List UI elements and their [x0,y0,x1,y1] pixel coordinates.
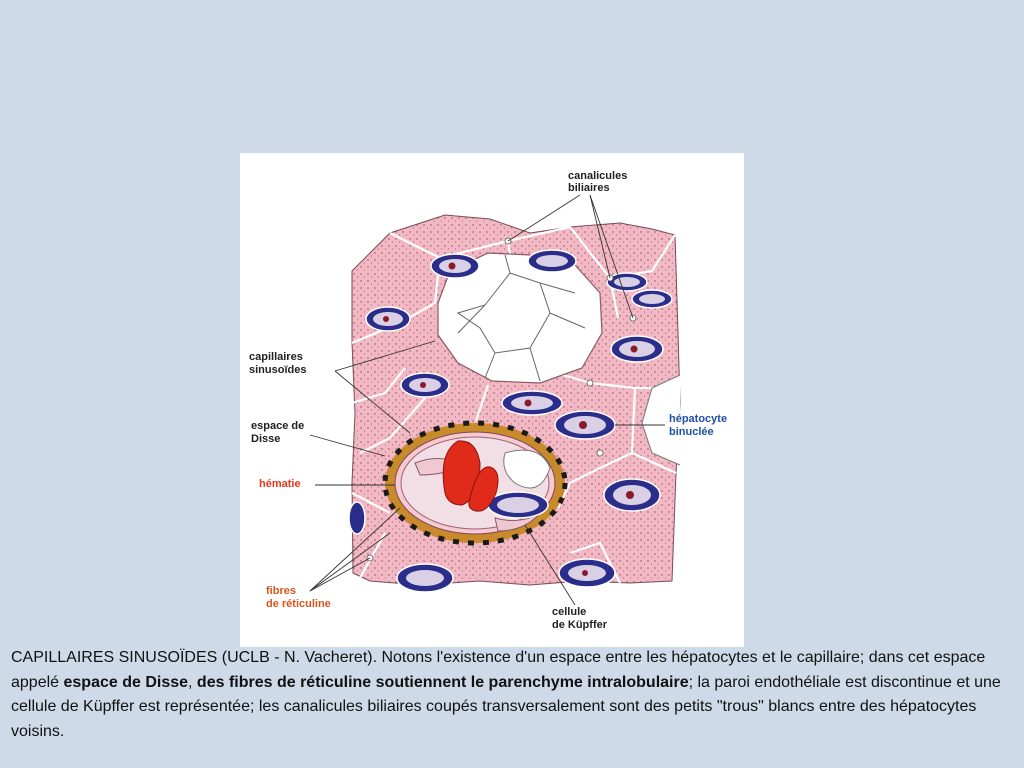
label-capillaires-line2: sinusoïdes [249,364,306,376]
vessel-cells [456,254,586,382]
caption-bold-espace-de-disse: espace de Disse [63,673,189,691]
caption-text-2: , [188,673,197,691]
label-canalicules-line2: biliaires [568,182,610,194]
label-fibres-line1: fibres [266,585,296,597]
label-espace-line1: espace de [251,420,304,432]
caption-bold-fibres: des fibres de réticuline soutiennent le … [196,673,689,691]
label-canalicules-line1: canalicules [568,170,627,182]
central-vessel [437,252,603,384]
liver-diagram: canalicules biliaires capillaires sinuso… [249,170,727,631]
bile-canaliculus [596,449,604,457]
sinusoid-capillary [382,420,568,546]
caption-text-3: ; la paroi endothéliale est discontinue … [11,673,1001,740]
label-cellule-line2: de Küpffer [552,619,608,631]
leader-lines [309,194,665,606]
nucleus [348,501,366,535]
nuclei [348,249,673,593]
label-hepatocyte-line1: hépatocyte [669,413,727,425]
label-hepatocyte-line2: binuclée [669,426,714,438]
red-blood-cell [468,466,499,512]
figure-caption: CAPILLAIRES SINUSOÏDES (UCLB - N. Vacher… [11,646,1016,744]
red-blood-cell [442,440,481,506]
label-cellule-line1: cellule [552,606,586,618]
label-hematie: hématie [259,478,301,490]
kupffer-cell [503,449,551,489]
caption-text-1: CAPILLAIRES SINUSOÏDES (UCLB - N. Vacher… [11,649,986,691]
liver-histology-figure: canalicules biliaires capillaires sinuso… [240,153,744,647]
bile-canaliculus [586,379,594,387]
label-fibres-line2: de réticuline [266,598,331,610]
label-capillaires-line1: capillaires [249,351,303,363]
cell-boundaries [351,225,678,584]
binuclear-hepatocyte-outline [641,374,681,466]
label-espace-line2: Disse [251,433,280,445]
